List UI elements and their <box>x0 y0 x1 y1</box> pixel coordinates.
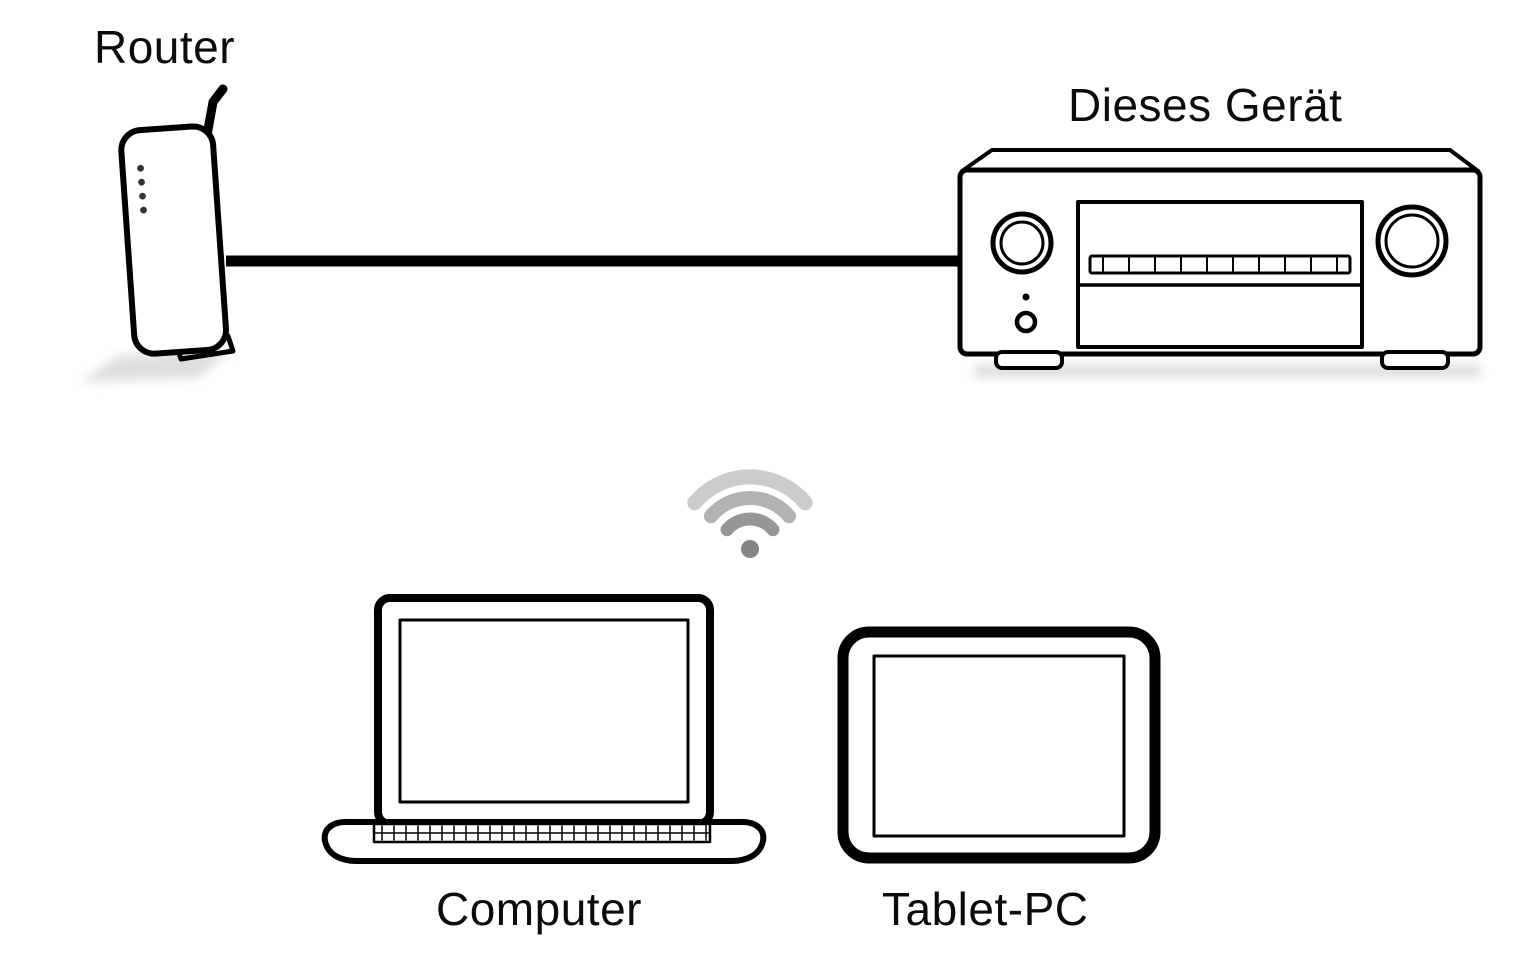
receiver-knob-right-inner <box>1384 213 1440 269</box>
router-led-lights <box>137 164 147 214</box>
wifi-dot <box>741 540 759 558</box>
computer-label: Computer <box>436 883 642 935</box>
router-body <box>118 123 230 357</box>
tablet-screen <box>872 654 1126 838</box>
receiver-knob-left-inner <box>999 220 1045 266</box>
wifi-arc-middle <box>703 491 797 524</box>
router-label: Router <box>94 21 236 73</box>
receiver-power-button <box>1014 310 1038 334</box>
wifi-arc-outer <box>687 469 813 511</box>
laptop-icon <box>321 594 767 864</box>
device-label: Dieses Gerät <box>1068 79 1343 131</box>
router-icon <box>118 84 236 362</box>
wifi-icon <box>687 469 813 558</box>
tablet-icon <box>837 626 1161 864</box>
tablet-label: Tablet-PC <box>882 883 1089 935</box>
receiver-power-led <box>1022 293 1030 301</box>
receiver-shadow <box>975 364 1480 378</box>
receiver-vent-ticks <box>1102 256 1338 273</box>
laptop-keyboard-keys <box>373 825 711 841</box>
receiver-foot-left <box>994 350 1064 370</box>
wifi-arc-inner <box>720 512 780 537</box>
receiver-foot-right <box>1380 350 1450 370</box>
laptop-screen <box>398 618 690 804</box>
receiver-icon <box>957 148 1483 370</box>
